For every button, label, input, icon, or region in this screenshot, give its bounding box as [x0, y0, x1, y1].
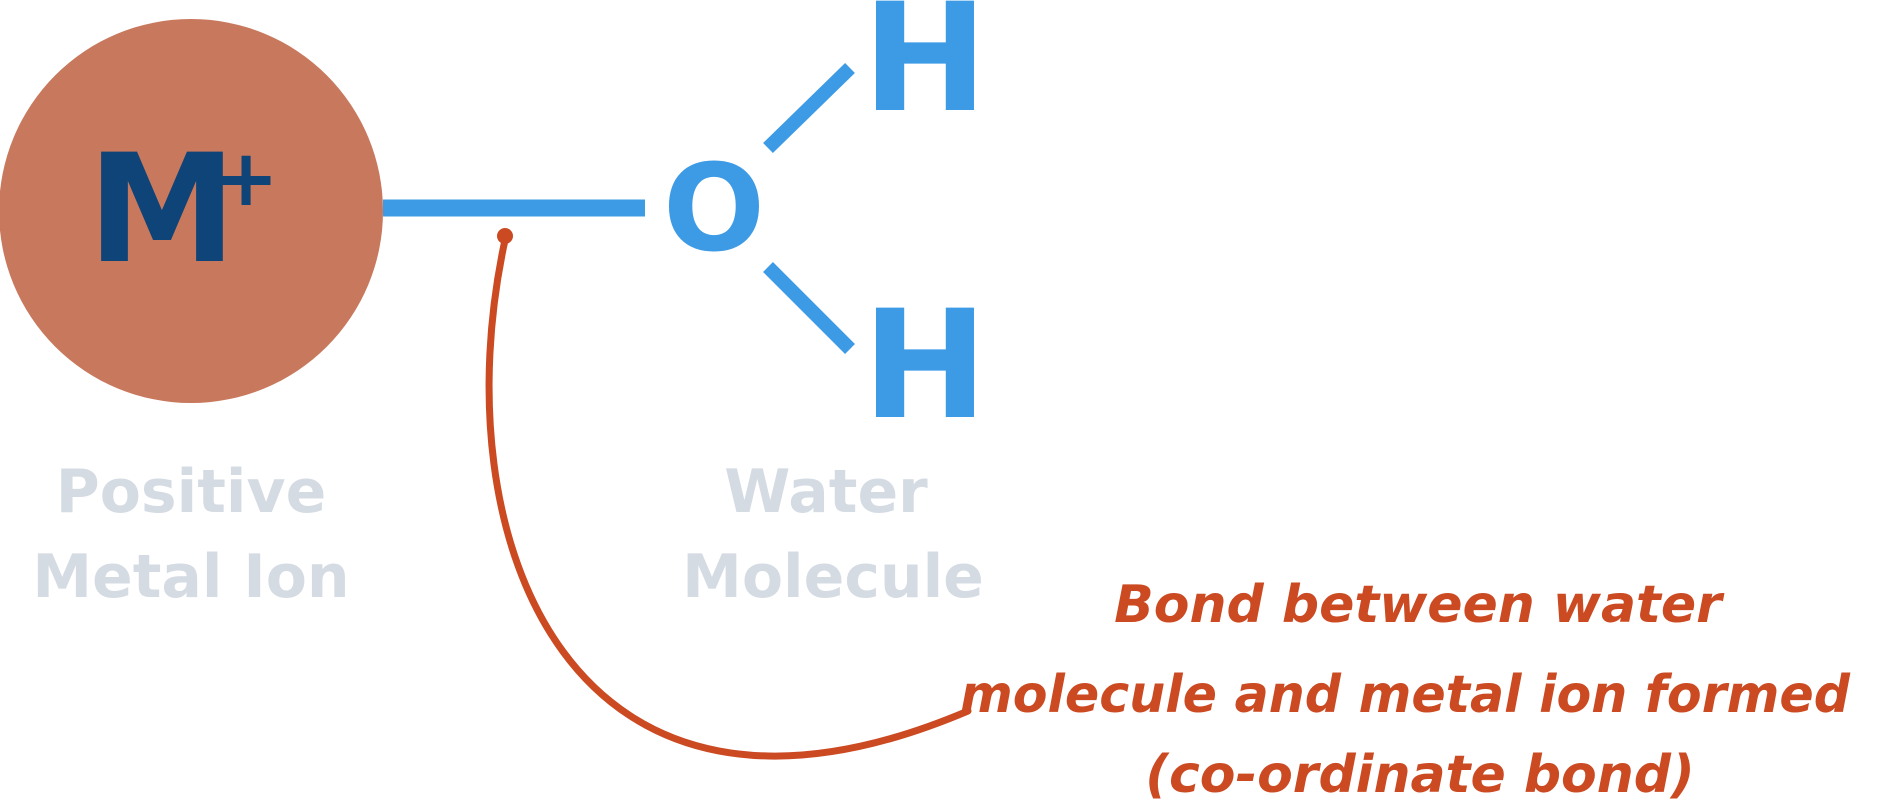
annotation-pointer-curve	[485, 236, 972, 760]
hydrogen-atom-bottom: H	[862, 279, 988, 453]
water-caption-line2: Molecule	[682, 542, 984, 612]
metal-ion-symbol: M	[87, 123, 236, 297]
metal-ion-charge: +	[213, 134, 278, 224]
water-caption-line1: Water	[724, 457, 928, 527]
metal-ion-caption-line1: Positive	[56, 457, 327, 527]
metal-ion-caption-line2: Metal Ion	[32, 542, 349, 612]
annotation-line3: (co-ordinate bond)	[1145, 745, 1695, 803]
oh-bond-top	[763, 62, 855, 154]
annotation-pointer-dot	[497, 228, 513, 244]
metal-ion-circle	[0, 19, 383, 403]
hydrogen-atom-top: H	[862, 0, 988, 146]
oxygen-atom: O	[663, 140, 765, 279]
annotation-line2: molecule and metal ion formed	[960, 665, 1851, 725]
oh-bond-bottom	[763, 262, 855, 354]
annotation-line1: Bond between water	[1114, 575, 1725, 635]
